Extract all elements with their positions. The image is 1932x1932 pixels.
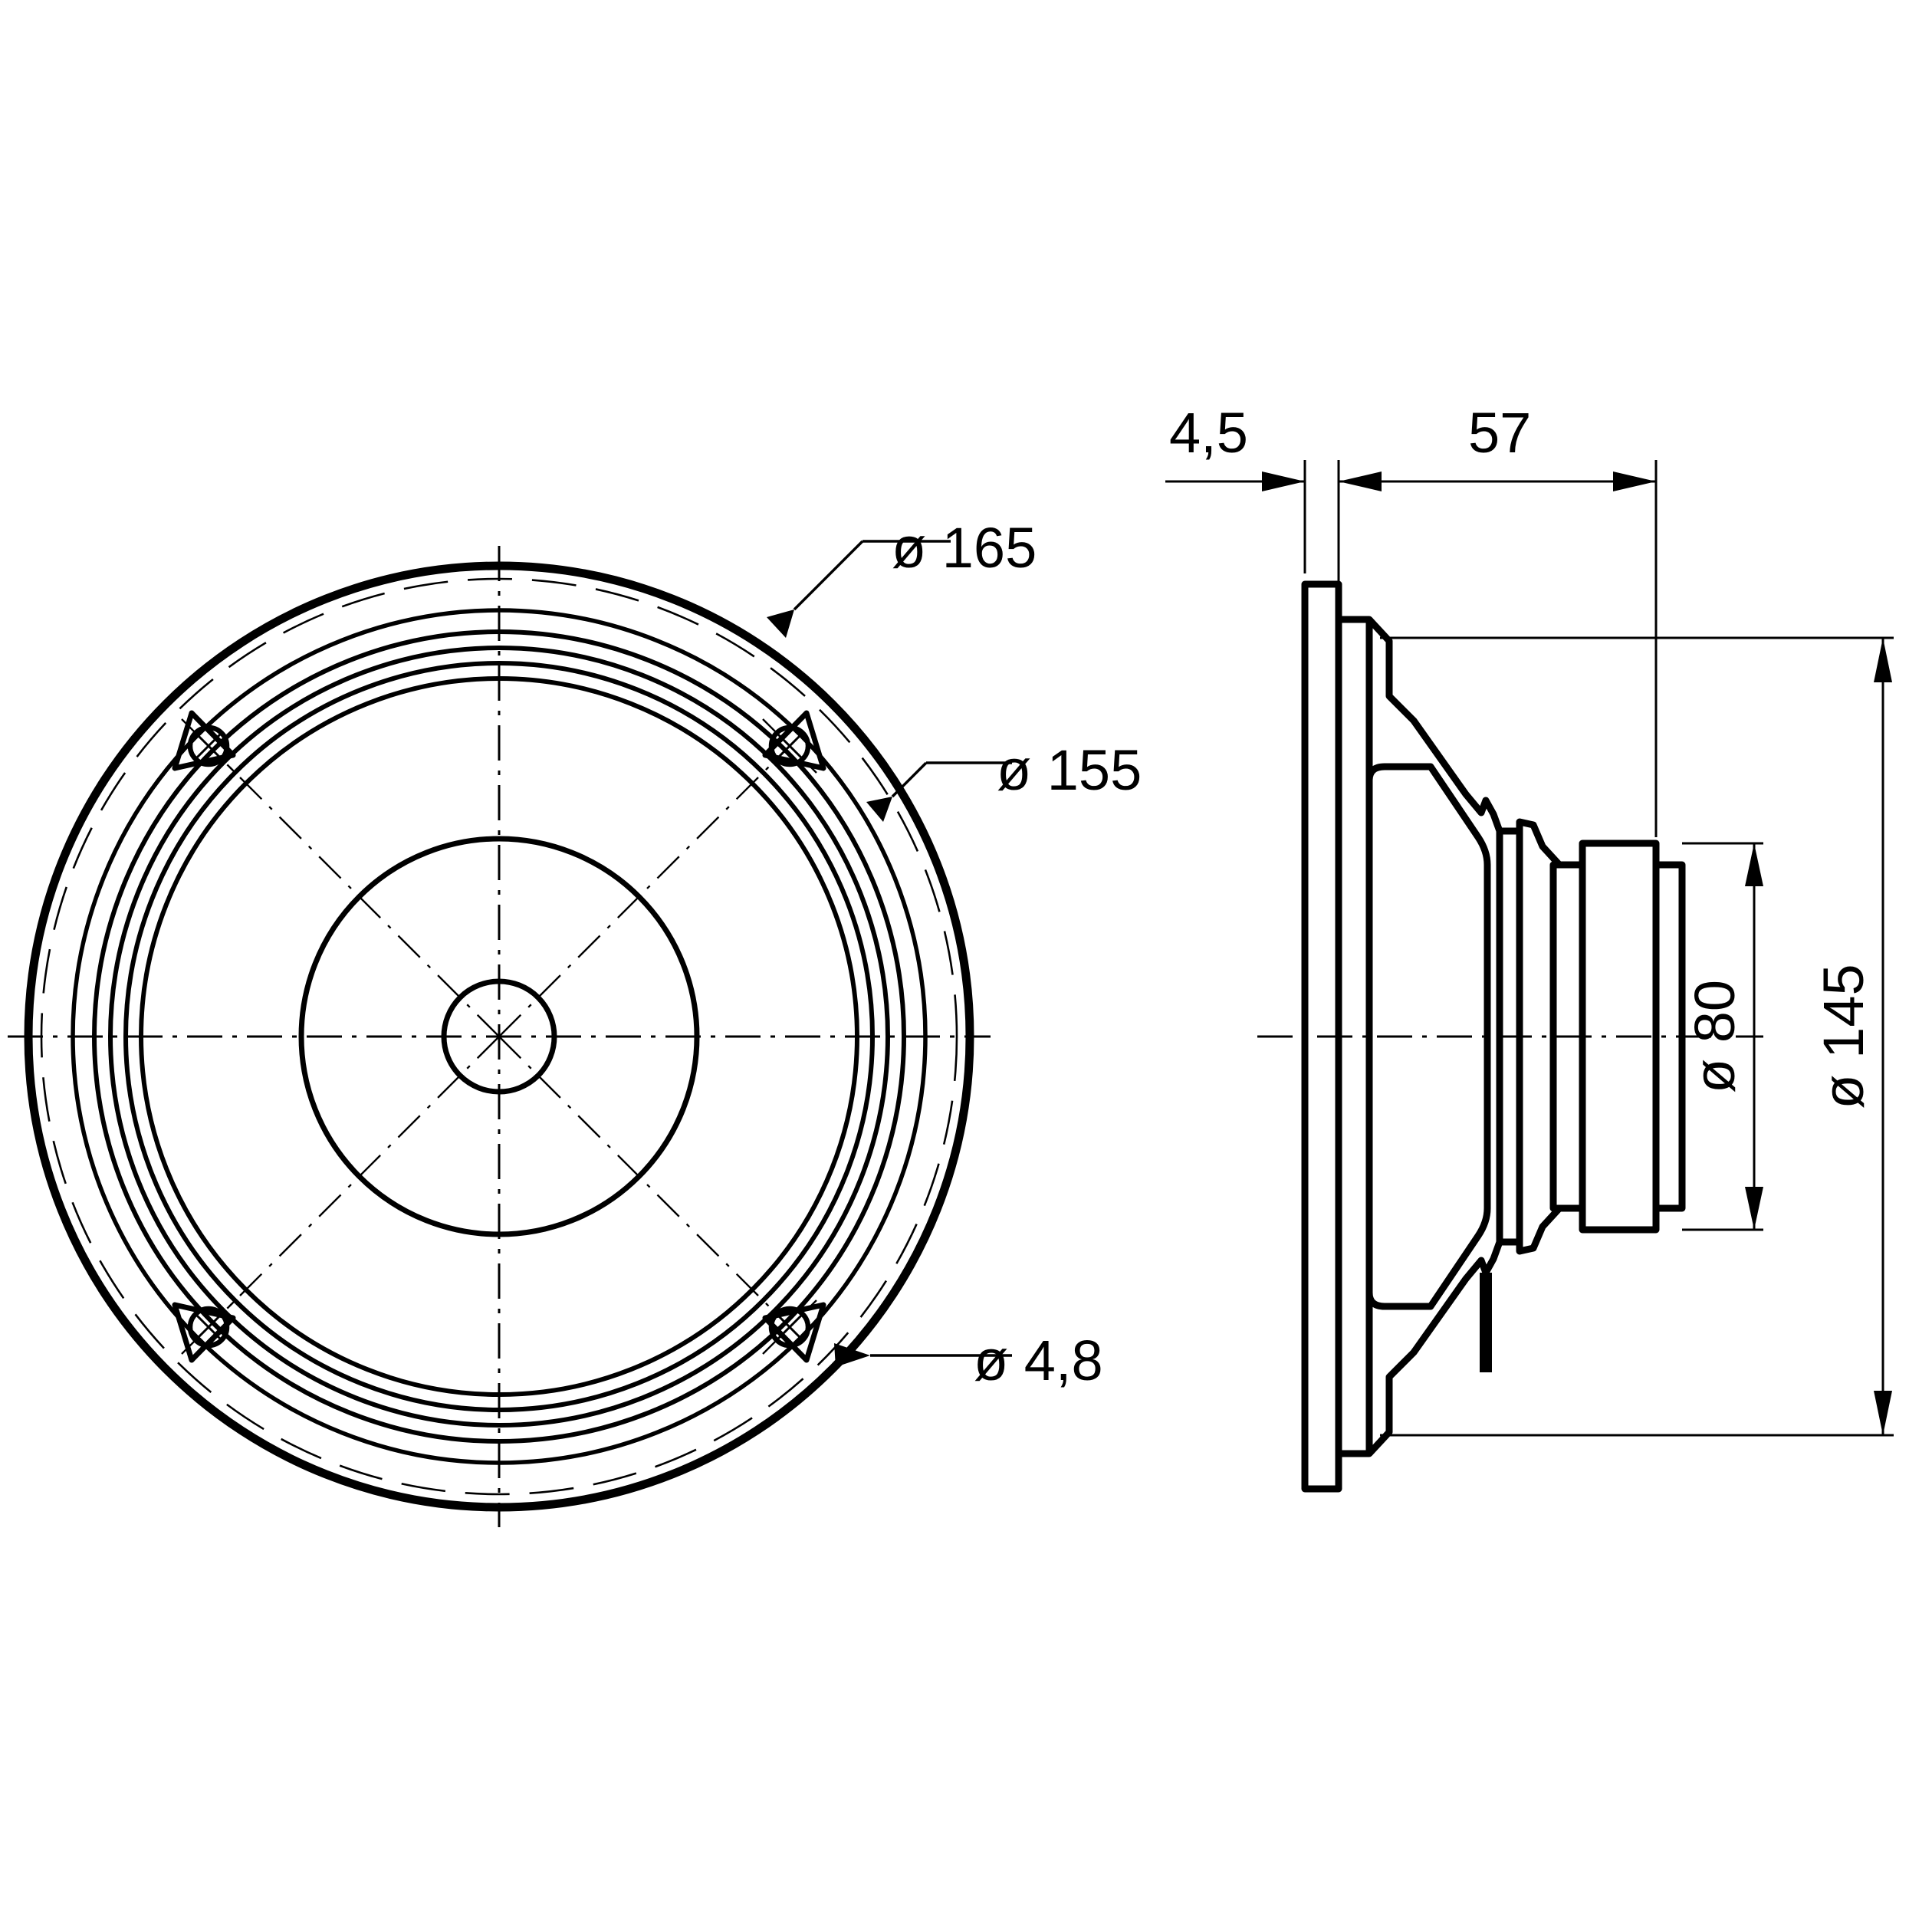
center-hole-circle: [441, 978, 557, 1095]
dimension-80-arrowhead-bottom: [1745, 1187, 1763, 1230]
basket-profile-upper: [1366, 616, 1562, 868]
leader-155-arrowhead: [866, 797, 892, 822]
dimension-57-arrowhead-right: [1613, 472, 1656, 491]
front-view-annotations: [767, 540, 1012, 1367]
leader-155-slant: [891, 761, 928, 798]
label-mounting-hole-diameter: ø 4,8: [974, 1329, 1103, 1392]
label-flange-thickness: 4,5: [1169, 401, 1248, 465]
label-outer-diameter: ø 165: [892, 516, 1037, 580]
leader-48-arrowhead: [834, 1343, 870, 1367]
leader-165-arrowhead: [767, 610, 794, 638]
bolt-circle-155: [40, 577, 958, 1496]
mounting-hole-ne: [762, 710, 826, 774]
label-cutout-diameter: ø 145: [1812, 964, 1875, 1109]
hole-centerline-ne: [762, 718, 817, 774]
magnet-back-plate: [1652, 861, 1686, 1212]
mounting-hole-circle-nw: [187, 724, 230, 767]
surround-mid-circle: [108, 646, 890, 1428]
mounting-hole-sw: [172, 1300, 236, 1363]
mounting-hole-circle-sw: [187, 1306, 230, 1349]
hole-centerline-sw: [181, 1300, 236, 1355]
dimension-80: [1682, 842, 1763, 1231]
mounting-hole-circle-se: [768, 1306, 811, 1349]
dimension-57: [1339, 472, 1656, 491]
dimension-57-arrowhead-left: [1339, 472, 1382, 491]
rim-step-circle-1: [71, 608, 928, 1465]
dimension-145-arrowhead-bottom: [1874, 1391, 1892, 1435]
leader-165: [767, 540, 951, 638]
surround-inner-circle: [123, 661, 875, 1412]
front-view: [8, 546, 991, 1527]
dimension-145-arrowhead-top: [1874, 638, 1892, 682]
surround-outer-circle: [92, 629, 906, 1444]
dimension-145: [1380, 636, 1894, 1437]
side-view-dimensions: [1165, 460, 1894, 1437]
hole-centerline-nw: [181, 718, 236, 774]
leader-155: [866, 761, 1012, 822]
leader-165-slant: [793, 540, 864, 611]
cone-edge-circle: [139, 676, 859, 1397]
witness-lines-top: [1303, 460, 1658, 837]
dimension-45-arrowhead: [1262, 472, 1305, 491]
side-view: [1257, 580, 1763, 1493]
hole-centerline-se: [762, 1300, 817, 1355]
outer-rim-circle-165: [24, 561, 974, 1512]
mounting-hole-circle-ne: [768, 724, 811, 767]
label-bolt-circle-diameter: ø 155: [997, 738, 1142, 802]
label-body-depth: 57: [1468, 401, 1531, 465]
basket-profile-lower: [1366, 1205, 1562, 1457]
dimension-80-arrowhead-top: [1745, 843, 1763, 886]
mounting-flange-plate: [1301, 580, 1342, 1493]
cone-section: [1365, 763, 1491, 1310]
label-magnet-diameter: ø 80: [1683, 980, 1746, 1093]
dust-cap-circle: [298, 836, 700, 1237]
leader-48: [834, 1343, 1012, 1367]
dimension-45: [1165, 472, 1305, 491]
mounting-hole-se: [762, 1300, 826, 1363]
mounting-hole-nw: [172, 710, 236, 774]
